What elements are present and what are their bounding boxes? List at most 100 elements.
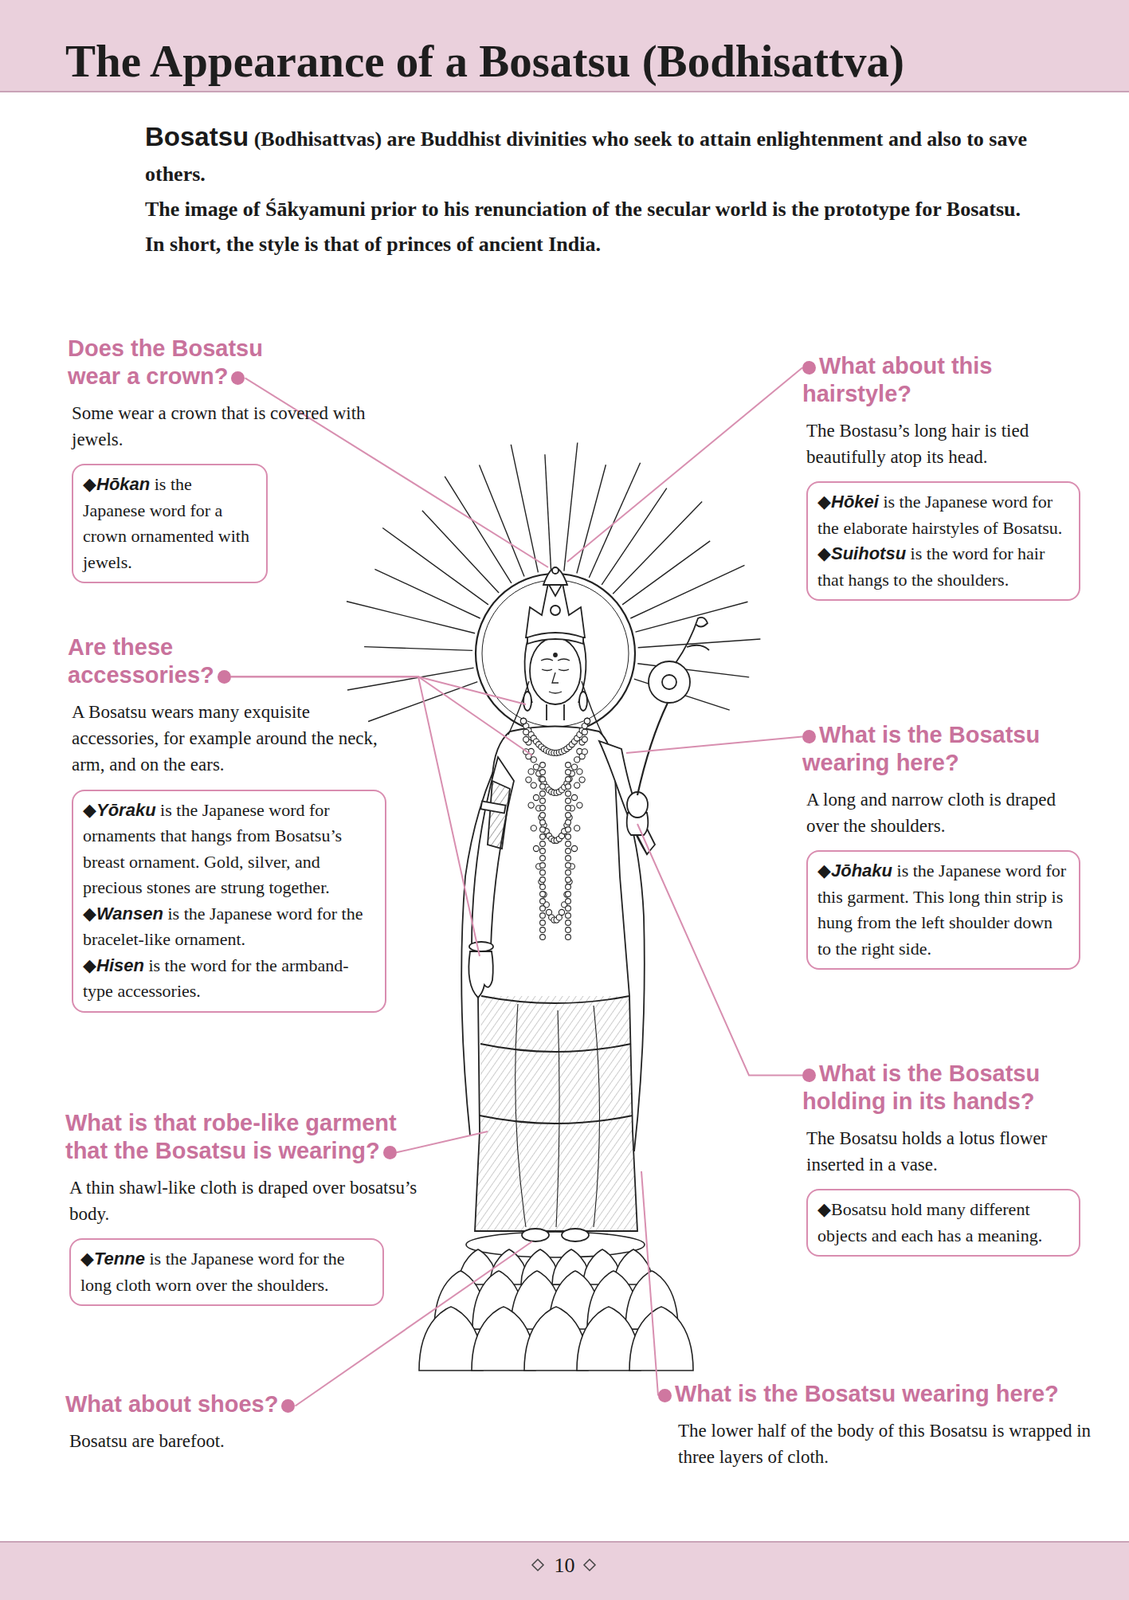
callout-text: Some wear a crown that is covered with j… [71, 399, 399, 454]
callout-heading: What is that robe-like garment that the … [65, 1109, 440, 1165]
pointer-dot [802, 360, 816, 375]
necklace-bead [540, 791, 546, 797]
intro-keyword: Bosatsu [145, 121, 249, 152]
necklace-bead [565, 762, 572, 769]
pointer-dot [281, 1399, 295, 1413]
box-text: ◆Jōhaku is the Japanese word for this ga… [817, 858, 1070, 962]
halo-ray [382, 528, 489, 605]
japanese-term: Hōkei [831, 491, 879, 512]
leader-line [231, 676, 526, 705]
necklace-bead [540, 827, 546, 833]
necklace-bead [540, 819, 546, 826]
necklace-bead [565, 934, 572, 941]
box-text: ◆Hōkei is the Japanese word for the elab… [817, 489, 1070, 541]
necklace-bead [520, 717, 526, 724]
necklace-bead [584, 717, 590, 724]
leader-line [396, 1131, 488, 1153]
necklace-bead [574, 782, 581, 788]
necklace-bead [523, 729, 530, 735]
necklace-bead [540, 920, 546, 926]
necklace-bead [565, 862, 572, 869]
necklace-bead [584, 717, 590, 724]
japanese-term: Hōkan [96, 474, 150, 494]
necklace-bead [533, 845, 539, 851]
necklace-bead [581, 729, 588, 735]
callout-heading: What is the Bosatsu holding in its hands… [802, 1059, 1070, 1116]
necklace-bead [540, 927, 546, 933]
necklace-bead [540, 862, 546, 869]
necklace-bead [574, 825, 581, 832]
necklace-bead [576, 768, 583, 775]
halo-ray [638, 638, 761, 648]
necklace-bead [540, 898, 546, 905]
callout-text: The Bosatsu holds a lotus flower inserte… [806, 1125, 1082, 1179]
callout-box: ◆Yōraku is the Japanese word for ornamen… [71, 789, 387, 1013]
box-text: ◆Hisen is the word for the armband-type … [82, 952, 376, 1005]
necklace-bead [540, 805, 546, 812]
necklace-bead [528, 802, 534, 808]
necklace-bead [565, 841, 572, 847]
halo-ray [544, 454, 552, 571]
callout-text: The Bostasu’s long hair is tied beautifu… [806, 417, 1086, 471]
necklace-bead [571, 764, 577, 770]
necklace-bead [520, 717, 526, 724]
halo-ray [630, 564, 745, 619]
necklace-bead [520, 717, 526, 724]
callout-text: The lower half of the body of this Bosat… [678, 1417, 1097, 1471]
necklace-bead [565, 805, 572, 812]
necklace-bead [540, 784, 546, 790]
bullet: ◆ [82, 955, 97, 976]
bullet: ◆ [82, 903, 97, 924]
necklace-bead [540, 934, 546, 941]
necklace-bead [565, 898, 572, 905]
necklace-bead [565, 834, 572, 840]
lotus-petal [629, 1306, 694, 1371]
necklace-bead [565, 798, 572, 804]
necklace-bead [533, 794, 539, 800]
bullet: ◆ [817, 543, 832, 564]
callout-box: ◆Hōkan is the Japanese word for a crown … [71, 463, 268, 584]
halo-ray [444, 476, 512, 584]
bullet: ◆ [817, 491, 832, 512]
japanese-term: Suihotsu [831, 543, 906, 564]
halo-ray [374, 568, 480, 619]
necklace-bead [540, 798, 546, 804]
necklace-bead [540, 762, 546, 769]
leader-line [567, 368, 803, 563]
necklace-bead [528, 768, 534, 775]
necklace-bead [565, 891, 572, 898]
japanese-term: Jōhaku [831, 860, 893, 881]
necklace-bead [565, 920, 572, 926]
leader-line [626, 736, 803, 754]
box-text: ◆Suihotsu is the word for hair that hang… [817, 540, 1070, 593]
necklace-bead [565, 913, 572, 919]
necklace-bead [540, 848, 546, 855]
intro-text: The image of Śākyamuni prior to his renu… [145, 192, 1078, 228]
necklace-bead [523, 736, 530, 742]
box-text: ◆Tenne is the Japanese word for the long… [80, 1246, 373, 1298]
box-text: ◆Bosatsu hold many different objects and… [817, 1196, 1070, 1249]
necklace-bead [565, 776, 572, 783]
intro-text: Bosatsu (Bodhisattvas) are Buddhist divi… [145, 119, 1078, 193]
callout-text: A long and narrow cloth is draped over t… [806, 786, 1084, 840]
pointer-dot [658, 1388, 672, 1403]
necklace-bead [584, 717, 590, 724]
callout-heading: Does the Bosatsu wear a crown? [67, 334, 307, 391]
necklace-bead [565, 870, 572, 876]
box-text: ◆Hōkan is the Japanese word for a crown … [82, 471, 257, 576]
necklace-bead [540, 834, 546, 840]
box-text: ◆Wansen is the Japanese word for the bra… [82, 901, 376, 953]
halo-ray [612, 501, 702, 594]
bullet: ◆ [817, 860, 832, 881]
necklace-bead [565, 927, 572, 933]
necklace-bead [565, 877, 572, 883]
halo-ray [576, 464, 607, 573]
pointer-dot [802, 729, 816, 744]
necklace-bead [540, 877, 546, 883]
necklace-bead [530, 782, 537, 788]
necklace-bead [565, 819, 572, 826]
halo-ray [422, 510, 499, 593]
halo-ray [364, 646, 473, 651]
callout-heading: What is the Bosatsu wearing here? [658, 1379, 1113, 1408]
